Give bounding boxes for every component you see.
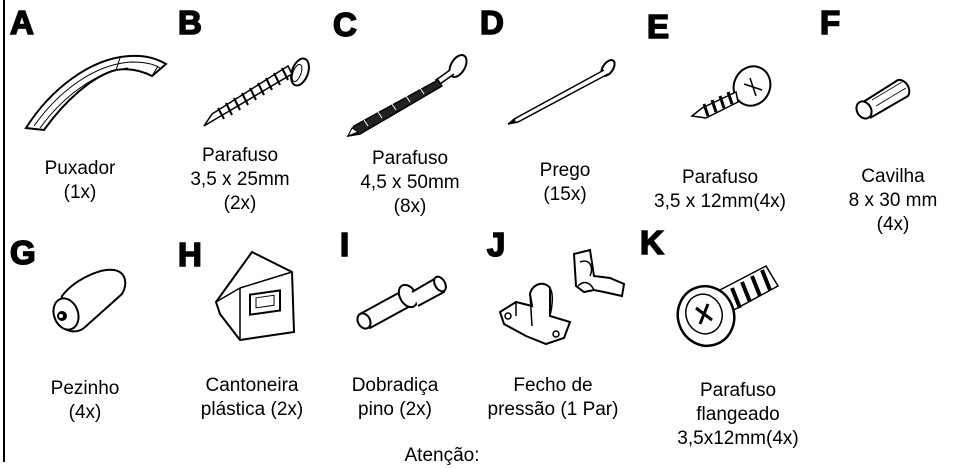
nail-icon xyxy=(502,58,622,128)
part-label-line: Dobradiça xyxy=(351,375,439,396)
part-label-h: Cantoneira plástica (2x) xyxy=(201,374,303,422)
part-label-line: (4x) xyxy=(68,402,102,423)
part-label-line: 3,5 x 12mm(4x) xyxy=(654,191,786,212)
part-letter-k: K xyxy=(639,224,664,261)
part-label-c: Parafuso 4,5 x 50mm (8x) xyxy=(360,147,459,219)
part-label-i: Dobradiça pino (2x) xyxy=(352,374,439,422)
part-label-line: (8x) xyxy=(393,196,427,217)
part-letter-g: G xyxy=(9,234,36,271)
part-label-line: Parafuso xyxy=(371,148,449,169)
part-label-line: Puxador xyxy=(44,158,116,179)
part-label-line: 4,5 x 50mm xyxy=(360,172,460,193)
part-label-line: Cavilha xyxy=(861,166,925,187)
flange-screw-icon xyxy=(670,256,790,356)
part-label-line: flangeado xyxy=(696,404,780,425)
part-letter-b: B xyxy=(177,4,202,41)
long-screw-icon xyxy=(340,54,470,144)
dowel-icon xyxy=(848,70,918,120)
short-screw-icon xyxy=(688,62,780,124)
part-label-line: (15x) xyxy=(543,184,587,205)
handle-icon xyxy=(20,50,170,135)
part-label-line: Cantoneira xyxy=(205,375,299,396)
part-label-line: Pezinho xyxy=(50,378,120,399)
part-label-line: 8 x 30 mm xyxy=(848,190,938,211)
part-letter-i: I xyxy=(339,226,350,263)
part-label-d: Prego (15x) xyxy=(540,159,591,207)
attention-note: Atenção: xyxy=(404,445,480,466)
plastic-bracket-icon xyxy=(212,248,302,343)
part-letter-j: J xyxy=(486,226,506,263)
part-letter-e: E xyxy=(646,8,670,45)
hinge-pin-icon xyxy=(352,264,452,334)
part-label-line: Parafuso xyxy=(681,167,759,188)
part-letter-d: D xyxy=(479,4,504,41)
part-letter-h: H xyxy=(177,236,202,273)
part-letter-c: C xyxy=(332,6,357,43)
part-label-line: pino (2x) xyxy=(358,399,432,420)
part-label-b: Parafuso 3,5 x 25mm (2x) xyxy=(190,144,289,216)
part-label-e: Parafuso 3,5 x 12mm(4x) xyxy=(654,166,786,214)
part-letter-f: F xyxy=(819,4,841,41)
part-label-line: Prego xyxy=(539,160,591,181)
part-label-line: 3,5x12mm(4x) xyxy=(677,428,799,449)
part-label-j: Fecho de pressão (1 Par) xyxy=(488,374,619,422)
part-label-line: (4x) xyxy=(876,214,910,235)
part-label-a: Puxador (1x) xyxy=(45,157,116,205)
part-label-k: Parafuso flangeado 3,5x12mm(4x) xyxy=(677,379,798,451)
part-label-line: Parafuso xyxy=(201,145,279,166)
part-label-line: pressão (1 Par) xyxy=(487,399,619,420)
part-label-line: (2x) xyxy=(223,193,257,214)
part-letter-a: A xyxy=(9,4,34,41)
part-label-line: Parafuso xyxy=(699,380,777,401)
foot-icon xyxy=(44,262,134,340)
part-label-g: Pezinho (4x) xyxy=(51,377,120,425)
page-border xyxy=(3,0,5,462)
wood-screw-icon xyxy=(196,52,316,132)
part-label-line: plástica (2x) xyxy=(200,399,304,420)
part-label-line: 3,5 x 25mm xyxy=(190,169,290,190)
part-label-line: (1x) xyxy=(63,182,97,203)
part-label-f: Cavilha 8 x 30 mm (4x) xyxy=(849,165,938,237)
part-label-line: Fecho de xyxy=(513,375,593,396)
press-latch-icon xyxy=(494,246,634,356)
